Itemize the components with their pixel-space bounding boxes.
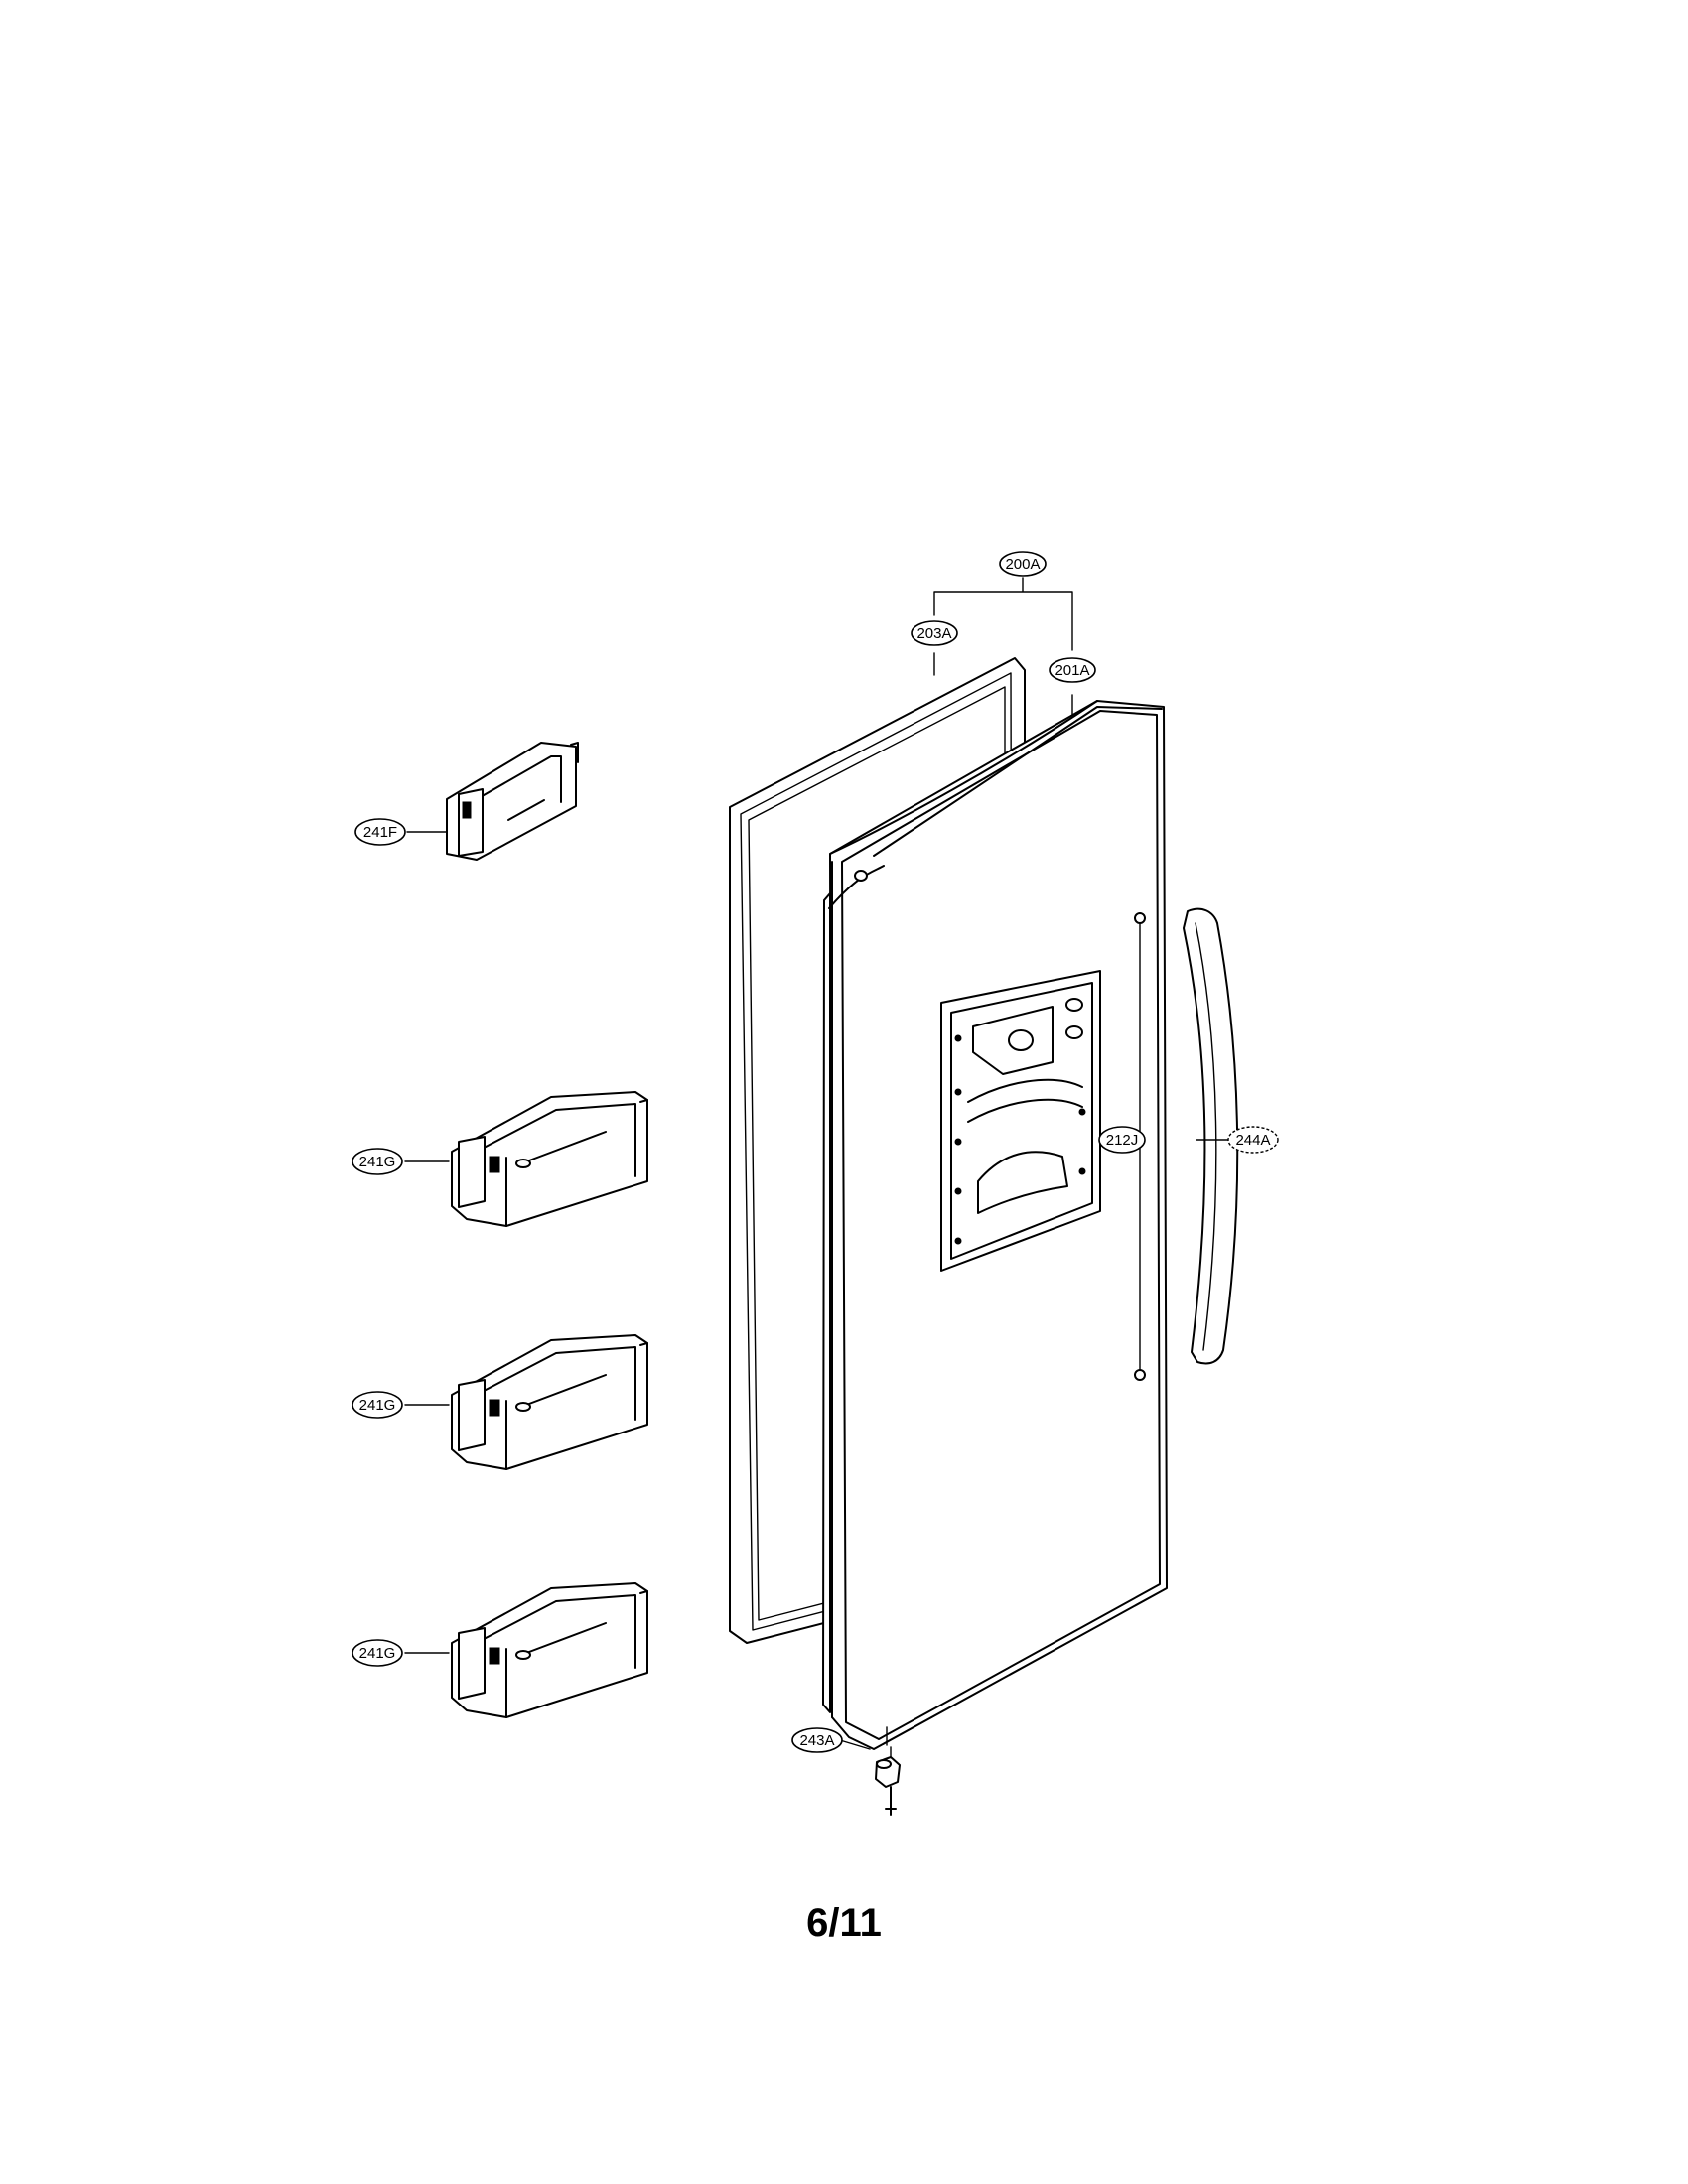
callout-244A: 244A [1227,1126,1279,1154]
callout-241F: 241F [354,818,406,846]
callout-241G-2-text: 241G [359,1397,396,1414]
callout-212J: 212J [1098,1126,1146,1154]
door-basket-small [446,742,579,861]
callout-243A-text: 243A [799,1732,834,1749]
callout-241F-text: 241F [363,824,397,841]
callout-203A-text: 203A [916,625,951,642]
callout-244A-text: 244A [1235,1132,1270,1149]
door-basket-1 [451,1091,648,1227]
door-basket-2 [451,1334,648,1470]
callout-241G-3: 241G [352,1639,403,1667]
callout-201A: 201A [1049,657,1096,683]
page-number: 6/11 [806,1901,882,1945]
callout-241G-3-text: 241G [359,1645,396,1662]
callout-212J-text: 212J [1106,1132,1139,1149]
callout-200A: 200A [999,551,1047,577]
callout-203A: 203A [911,620,958,646]
callout-241G-1-text: 241G [359,1154,396,1170]
callout-200A-text: 200A [1005,556,1040,573]
dispenser-recess [940,970,1101,1272]
door-hinge [875,1746,901,1816]
door-handle [1183,907,1239,1365]
leader-lines [404,577,1229,1750]
callout-201A-text: 201A [1055,662,1089,679]
callout-241G-2: 241G [352,1391,403,1419]
callout-241G-1: 241G [352,1148,403,1175]
door-basket-3 [451,1582,648,1718]
callout-243A: 243A [791,1727,843,1753]
